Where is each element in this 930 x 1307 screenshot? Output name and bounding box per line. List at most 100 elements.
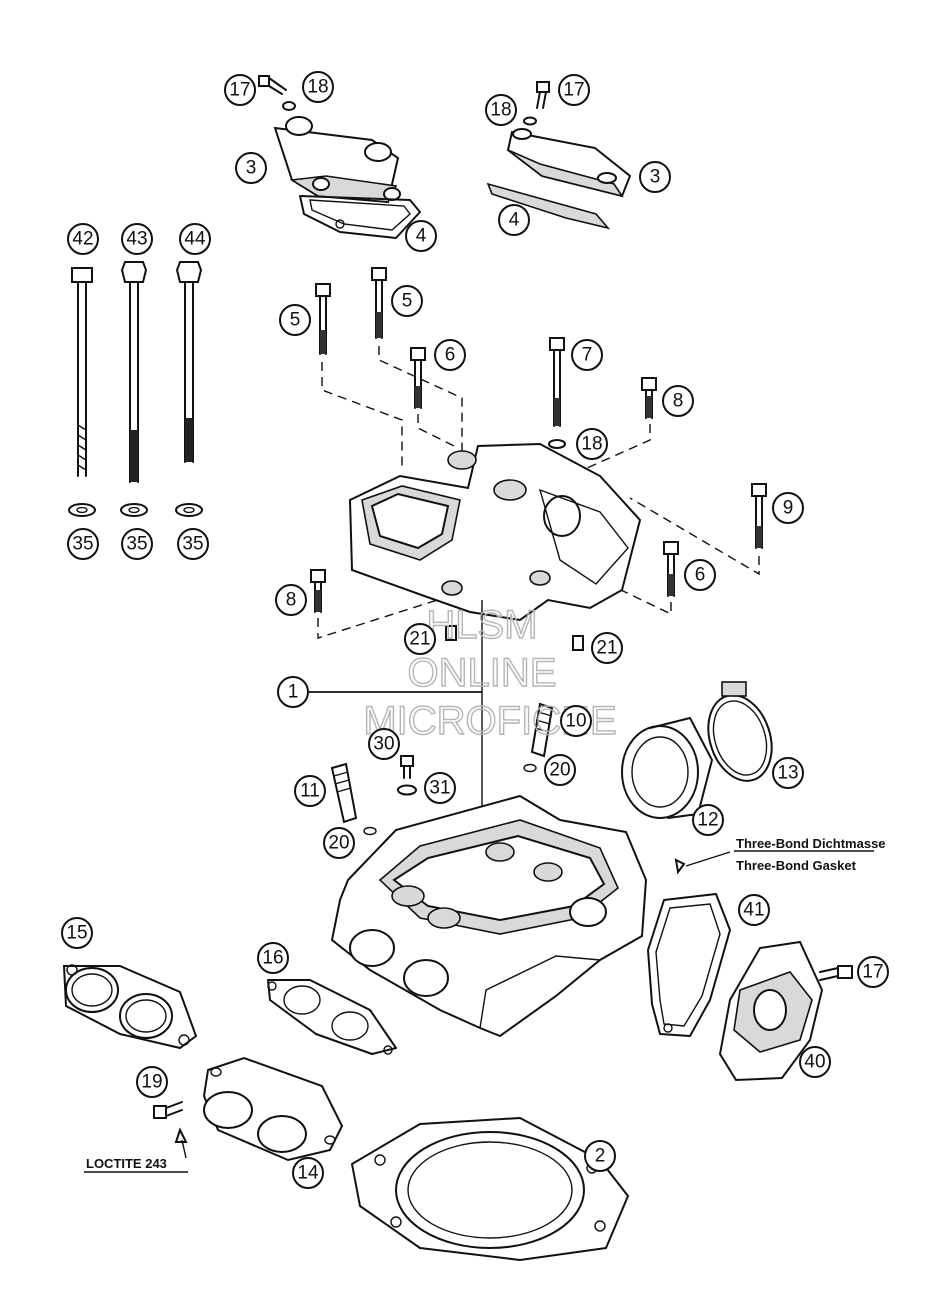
svg-text:44: 44 xyxy=(184,229,206,250)
dowel-pin-21-right xyxy=(572,635,584,651)
callout-3: 3 xyxy=(235,152,267,184)
svg-text:13: 13 xyxy=(777,763,798,784)
bolts-5-6-7-8-9 xyxy=(310,267,767,613)
svg-text:8: 8 xyxy=(286,590,297,611)
callout-18: 18 xyxy=(485,94,517,126)
svg-text:3: 3 xyxy=(650,167,661,188)
callout-3: 3 xyxy=(639,161,671,193)
callout-19: 19 xyxy=(136,1066,168,1098)
washer-18-left xyxy=(282,101,296,111)
valve-cover-right xyxy=(506,128,632,198)
dowel-pin-21-left xyxy=(445,625,457,641)
svg-text:9: 9 xyxy=(783,498,794,519)
callout-10: 10 xyxy=(560,705,592,737)
exhaust-flange-15 xyxy=(62,964,198,1050)
cylinder-head xyxy=(330,794,648,1038)
note-three-bond-gasket: Three-Bond Gasket xyxy=(736,858,857,873)
cover-40 xyxy=(718,940,824,1082)
valve-cover-gasket-right xyxy=(486,182,611,230)
callout-18: 18 xyxy=(302,71,334,103)
callout-18: 18 xyxy=(576,428,608,460)
svg-text:17: 17 xyxy=(229,80,250,101)
svg-text:43: 43 xyxy=(126,229,147,250)
note-loctite: LOCTITE 243 xyxy=(86,1156,167,1171)
svg-text:5: 5 xyxy=(402,291,413,312)
callout-20: 20 xyxy=(323,827,355,859)
callout-13: 13 xyxy=(772,757,804,789)
callout-35: 35 xyxy=(67,528,99,560)
callout-30: 30 xyxy=(368,728,400,760)
valve-cover-gasket-left xyxy=(299,195,421,239)
callout-15: 15 xyxy=(61,917,93,949)
callout-11: 11 xyxy=(294,775,326,807)
svg-text:6: 6 xyxy=(445,345,456,366)
callout-31: 31 xyxy=(424,772,456,804)
svg-text:30: 30 xyxy=(373,734,394,755)
svg-text:4: 4 xyxy=(509,210,520,231)
bolt-17-right-cover xyxy=(536,81,550,109)
camshaft-carrier xyxy=(348,442,642,622)
callout-12: 12 xyxy=(692,804,724,836)
watermark-line1: HLSM xyxy=(426,603,537,647)
callout-40: 40 xyxy=(799,1046,831,1078)
svg-text:4: 4 xyxy=(416,226,427,247)
callout-4: 4 xyxy=(498,204,530,236)
callout-7: 7 xyxy=(571,339,603,371)
bolt-17-left-cover xyxy=(258,75,287,95)
svg-text:20: 20 xyxy=(328,833,349,854)
callout-2: 2 xyxy=(584,1140,616,1172)
svg-text:14: 14 xyxy=(297,1163,319,1184)
svg-text:2: 2 xyxy=(595,1146,606,1167)
svg-text:35: 35 xyxy=(72,534,93,555)
valve-guide-11 xyxy=(330,762,358,824)
o-ring-20-lower xyxy=(363,826,377,836)
callout-17: 17 xyxy=(558,74,590,106)
note-three-bond-dichtmasse: Three-Bond Dichtmasse xyxy=(736,836,886,851)
callout-21: 21 xyxy=(404,623,436,655)
washer-18-right xyxy=(523,116,537,126)
head-bolt-43 xyxy=(120,261,148,483)
loctite-drop xyxy=(174,1127,188,1143)
svg-text:35: 35 xyxy=(126,534,147,555)
callout-44: 44 xyxy=(179,223,211,255)
svg-text:1: 1 xyxy=(288,682,299,703)
washers-35 xyxy=(68,503,203,517)
intake-flange-14 xyxy=(202,1056,344,1162)
head-bolt-42 xyxy=(71,267,93,477)
callout-17: 17 xyxy=(857,956,889,988)
callout-5: 5 xyxy=(391,285,423,317)
svg-text:40: 40 xyxy=(804,1052,825,1073)
callout-41: 41 xyxy=(738,894,770,926)
callout-6: 6 xyxy=(684,559,716,591)
svg-text:11: 11 xyxy=(300,781,320,802)
three-bond-leader xyxy=(685,851,731,867)
callout-21: 21 xyxy=(591,632,623,664)
svg-text:5: 5 xyxy=(290,310,301,331)
head-gasket-2 xyxy=(351,1117,629,1261)
three-bond-drop xyxy=(674,858,686,875)
o-ring-20-upper xyxy=(523,763,537,773)
svg-text:20: 20 xyxy=(549,760,570,781)
svg-text:35: 35 xyxy=(182,534,203,555)
svg-text:12: 12 xyxy=(697,810,718,831)
callout-8: 8 xyxy=(662,385,694,417)
callout-20: 20 xyxy=(544,754,576,786)
intake-rubber-12 xyxy=(621,717,713,819)
svg-text:7: 7 xyxy=(582,345,593,366)
loctite-leader xyxy=(181,1139,187,1159)
svg-text:3: 3 xyxy=(246,158,257,179)
callout-5: 5 xyxy=(279,304,311,336)
svg-text:18: 18 xyxy=(581,434,602,455)
callout-42: 42 xyxy=(67,223,99,255)
svg-text:21: 21 xyxy=(596,638,617,659)
svg-text:21: 21 xyxy=(409,629,430,650)
callout-35: 35 xyxy=(121,528,153,560)
hose-clamp-13 xyxy=(707,681,773,782)
svg-text:42: 42 xyxy=(72,229,93,250)
callout-16: 16 xyxy=(257,942,289,974)
callouts: 17 18 3 4 17 18 3 4 42 43 44 5 5 6 7 8 1… xyxy=(61,71,889,1189)
screw-30 xyxy=(400,755,414,779)
callout-14: 14 xyxy=(292,1157,324,1189)
callout-43: 43 xyxy=(121,223,153,255)
